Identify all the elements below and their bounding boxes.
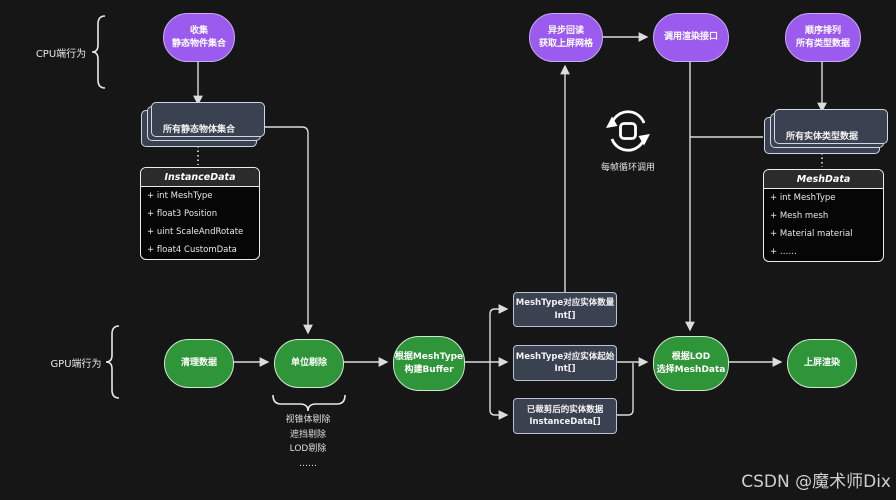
- buffer-label: MeshType对应实体数量: [515, 298, 615, 308]
- node-collect-static: 收集 静态物件集合: [163, 13, 235, 62]
- class-field: + int MeshType: [770, 193, 836, 203]
- buffer-label: MeshType对应实体起始: [515, 351, 615, 362]
- node-unit-cull: 单位剔除: [274, 339, 344, 388]
- line-buf3-merge: [615, 363, 634, 416]
- node-label: 顺序排列: [804, 25, 841, 36]
- node-label: 所有类型数据: [795, 38, 850, 49]
- node-label: 根据MeshType: [394, 351, 464, 362]
- class-name: InstanceData: [141, 168, 259, 187]
- loop-refresh-icon: [606, 110, 650, 152]
- node-label: 根据LOD: [671, 351, 711, 362]
- loop-caption: 每帧循环调用: [600, 163, 655, 173]
- node-label: 静态物件集合: [171, 38, 226, 49]
- class-field: + uint ScaleAndRotate: [147, 227, 244, 237]
- csdn-watermark: CSDN @魔术师Dix: [741, 472, 891, 492]
- arrow-build-to-buf3: [489, 362, 509, 420]
- dotted-connectors: [197, 146, 823, 167]
- node-clear-data: 清理数据: [164, 339, 234, 388]
- class-name: MeshData: [764, 170, 883, 189]
- cull-underbrace: [272, 394, 346, 412]
- class-mesh-data: MeshData + int MeshType + Mesh mesh + Ma…: [763, 169, 884, 262]
- node-label: 异步回读: [547, 25, 584, 36]
- node-call-render-api: 调用渲染接口: [653, 13, 729, 62]
- buffer-type: Int[]: [554, 310, 576, 321]
- class-field: + Mesh mesh: [770, 211, 829, 221]
- node-sort-all-types: 顺序排列 所有类型数据: [785, 13, 861, 62]
- node-build-buffer: 根据MeshType 构建Buffer: [393, 336, 465, 391]
- node-label: 构建Buffer: [404, 364, 454, 375]
- class-field: + float3 Position: [147, 209, 218, 219]
- class-field: + ……: [770, 247, 797, 257]
- gpu-section-label: GPU端行为: [50, 359, 102, 370]
- arrow-build-to-buf1: [489, 304, 509, 362]
- cull-method: 遮挡剔除: [289, 429, 326, 440]
- node-select-meshdata: 根据LOD 选择MeshData: [653, 336, 729, 391]
- static-collection-box: 所有静态物体集合: [141, 102, 265, 147]
- node-label: 收集: [189, 25, 208, 36]
- cull-method: 视锥体剔除: [285, 415, 331, 425]
- arrow-staticbox-to-cull: [255, 126, 313, 335]
- cull-method: ……: [299, 458, 317, 469]
- cpu-section-label: CPU端行为: [35, 49, 87, 60]
- node-screen-render: 上屏渲染: [787, 339, 857, 388]
- buffer-entity-start: MeshType对应实体起始 Int[]: [513, 345, 617, 381]
- node-label: 单位剔除: [290, 358, 327, 368]
- node-label: 获取上屏网格: [538, 38, 593, 49]
- class-field: + float4 CustomData: [147, 245, 237, 255]
- buffer-culled-instances: 已裁剪后的实体数据 InstanceData[]: [513, 398, 617, 434]
- buffer-label: 已裁剪后的实体数据: [526, 404, 604, 415]
- node-label: 调用渲染接口: [663, 32, 718, 42]
- class-field: + int MeshType: [147, 191, 213, 201]
- buffer-entity-count: MeshType对应实体数量 Int[]: [513, 292, 617, 327]
- node-label: 上屏渲染: [803, 358, 840, 368]
- buffer-type: Int[]: [554, 364, 576, 374]
- class-instance-data: InstanceData + int MeshType + float3 Pos…: [140, 167, 260, 260]
- entity-type-box: 所有实体类型数据: [764, 109, 888, 154]
- node-async-readback: 异步回读 获取上屏网格: [529, 13, 603, 62]
- node-label: 选择MeshData: [656, 364, 726, 375]
- node-label: 清理数据: [180, 358, 217, 368]
- cull-method: LOD剔除: [289, 444, 327, 454]
- cull-methods-list: 视锥体剔除 遮挡剔除 LOD剔除 ……: [258, 413, 358, 471]
- class-field: + Material material: [770, 229, 853, 239]
- buffer-type: InstanceData[]: [529, 417, 601, 427]
